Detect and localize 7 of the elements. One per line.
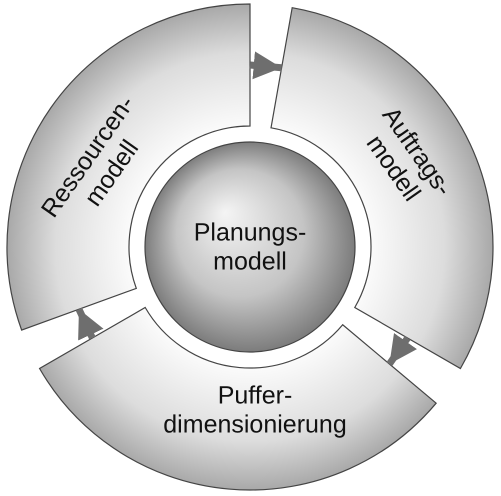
arrow (76, 308, 104, 341)
node-label: Planungs- modell (194, 218, 306, 276)
center-circle (143, 140, 357, 354)
arrow (386, 333, 417, 366)
node-label: Puffer- dimensionierung (163, 381, 347, 439)
arrow (250, 51, 282, 80)
ring-segment (38, 306, 438, 491)
